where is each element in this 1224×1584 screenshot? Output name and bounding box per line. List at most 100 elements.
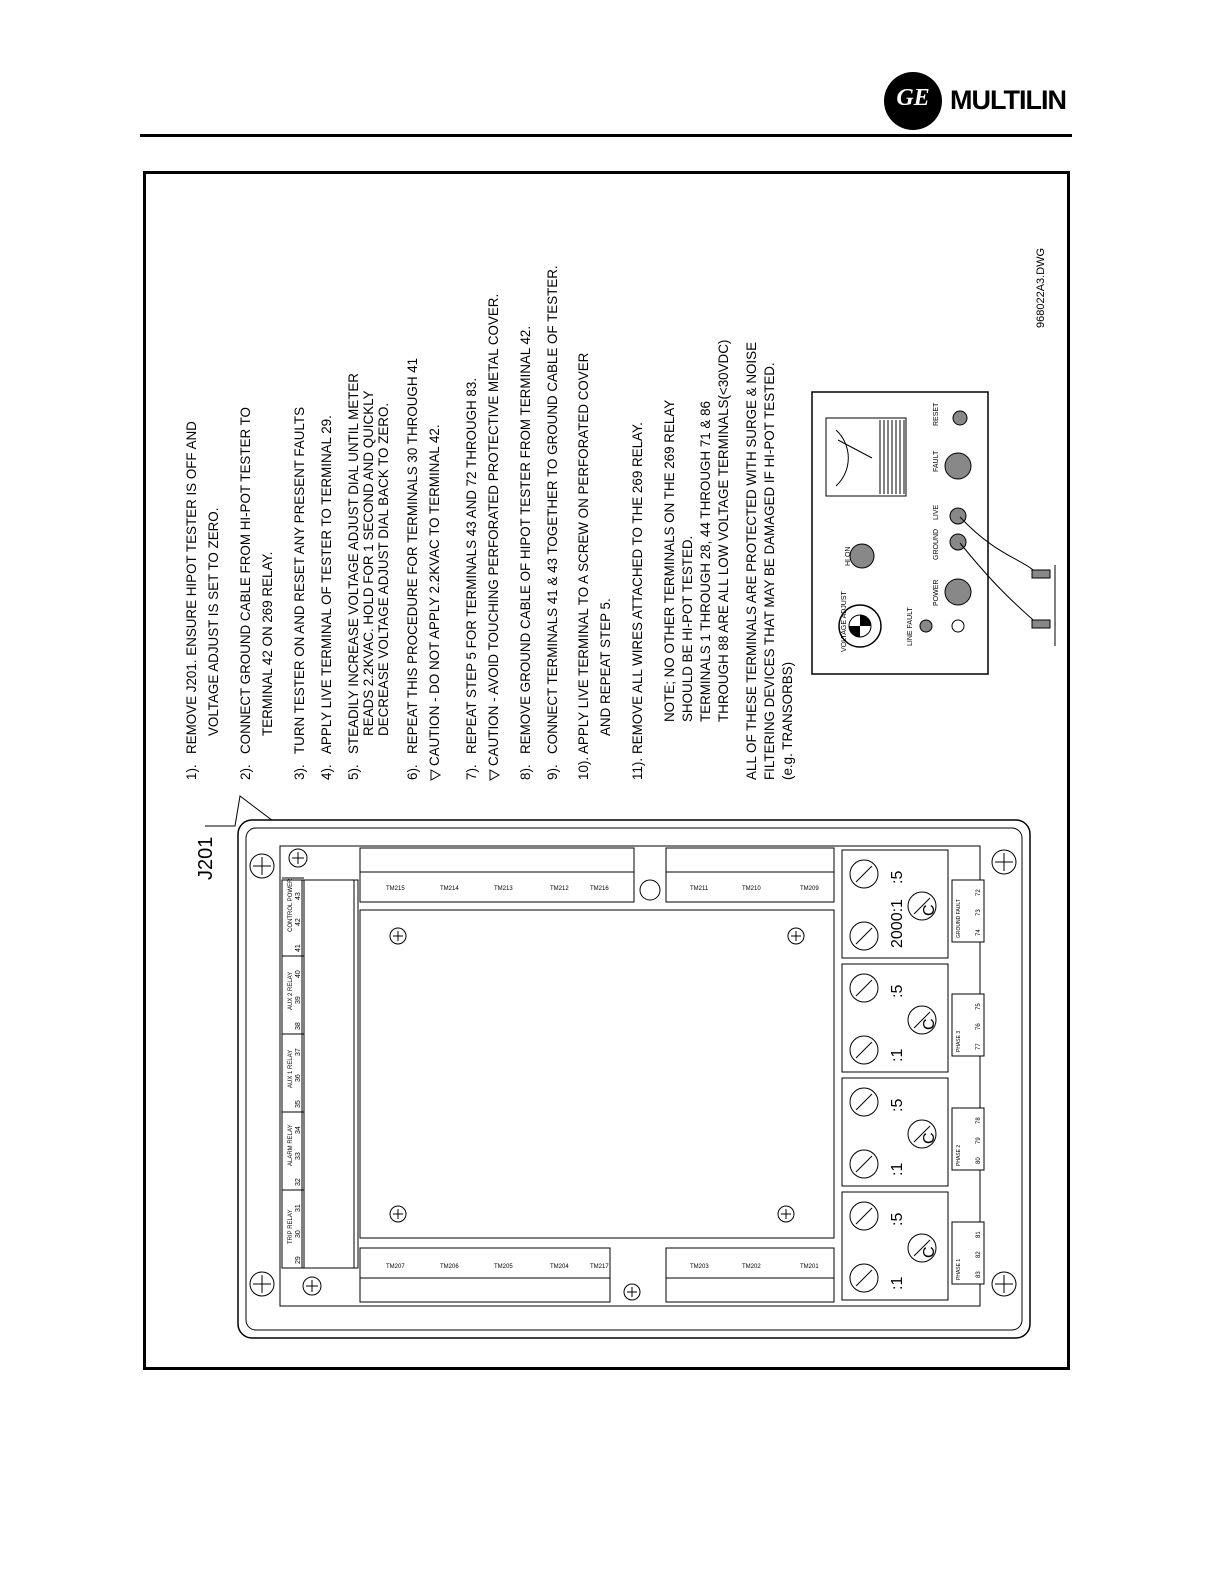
relay-group-label: AUX 1 RELAY <box>288 1050 294 1088</box>
relay-group-label: AUX 2 RELAY <box>288 972 294 1010</box>
relay-case-inner <box>245 827 1023 1331</box>
top-module-label: TM214 <box>440 886 459 892</box>
relay-group-label: TRIP RELAY <box>288 1210 294 1244</box>
instruction-line: REMOVE ALL WIRES ATTACHED TO THE 269 REL… <box>630 422 645 754</box>
instruction-number: 1). <box>184 764 199 780</box>
ct-common-label: C <box>921 1246 938 1258</box>
reset-button[interactable] <box>952 410 968 426</box>
tester-label: GROUND <box>933 529 940 560</box>
top-module-label: TM210 <box>742 886 761 892</box>
j201-label: J201 <box>195 837 217 880</box>
bottom-left-module-row <box>359 1247 611 1279</box>
top-right-module-row <box>665 871 835 903</box>
ct-terminal-number: 80 <box>976 1157 982 1164</box>
relay-terminal-number: 37 <box>295 1048 302 1056</box>
tester-label: HI ON <box>845 547 852 566</box>
top-module-label: TM212 <box>550 886 569 892</box>
note-line: NOTE; NO OTHER TERMINALS ON THE 269 RELA… <box>662 400 677 722</box>
top-right-connector-row <box>665 847 835 873</box>
instruction-number: 9). <box>545 764 560 780</box>
tester-label: LINE FAULT <box>907 607 914 646</box>
instruction-number: 6). <box>405 764 420 780</box>
contrast-pot[interactable] <box>639 879 661 901</box>
instruction-line: REMOVE J201. ENSURE HIPOT TESTER IS OFF … <box>184 421 199 754</box>
ct-ratio-label: :5 <box>889 985 906 998</box>
instruction-line: DECREASE VOLTAGE ADJUST DIAL BACK TO ZER… <box>376 403 391 736</box>
relay-terminal-number: 38 <box>295 1022 302 1030</box>
instruction-number: 2). <box>238 764 253 780</box>
instruction-caution-line: CAUTION - DO NOT APPLY 2.2KVAC TO TERMIN… <box>427 424 442 766</box>
caution-triangle-icon <box>430 769 442 781</box>
meter-hatch <box>879 420 905 494</box>
top-module-label: TM211 <box>690 886 709 892</box>
bottom-module-label: TM203 <box>690 1264 709 1270</box>
ct-terminal-number: 76 <box>976 1023 982 1030</box>
bottom-right-module-row <box>665 1247 835 1279</box>
instruction-line: AND REPEAT STEP 5. <box>598 598 613 736</box>
ct-terminal-strip <box>951 879 985 943</box>
ct-ratio-label: :5 <box>889 1099 906 1112</box>
ge-multilin-logo: GE MULTILIN <box>880 70 1080 134</box>
instruction-number: 5). <box>346 764 361 780</box>
ct-common-label: C <box>921 1018 938 1030</box>
ct-terminal-number: 74 <box>976 929 982 936</box>
ground-clip <box>1031 619 1051 629</box>
note-line: TERMINALS 1 THROUGH 28, 44 THROUGH 71 & … <box>698 401 713 722</box>
instruction-block: 1). REMOVE J201. ENSURE HIPOT TESTER IS O… <box>184 248 1047 781</box>
instruction-number: 11). <box>630 758 645 780</box>
live-clip <box>1031 569 1051 579</box>
surge-note-line: ALL OF THESE TERMINALS ARE PROTECTED WIT… <box>744 342 759 780</box>
ct-terminal-number: 82 <box>976 1251 982 1258</box>
bottom-module-label: TM204 <box>550 1264 569 1270</box>
ct-terminal-number: 83 <box>976 1271 982 1278</box>
instruction-number: 3). <box>292 764 307 780</box>
surge-note-line: (e.g. TRANSORBS) <box>780 662 795 780</box>
drawing-frame <box>143 171 1070 1370</box>
relay-panel <box>279 845 981 1307</box>
bottom-module-label: TM206 <box>440 1264 459 1270</box>
instruction-caution-line: CAUTION - AVOID TOUCHING PERFORATED PROT… <box>486 294 501 766</box>
ct-ratio-label: 2000:1 <box>889 899 906 948</box>
instruction-line: TERMINAL 42 ON 269 RELAY. <box>260 552 275 736</box>
bottom-module-label: TM205 <box>494 1264 513 1270</box>
top-module-label: TM215 <box>386 886 405 892</box>
power-switch[interactable] <box>951 619 965 633</box>
relay-group-label: CONTROL POWER <box>288 878 294 932</box>
relay-terminal-number: 42 <box>295 918 302 926</box>
meter-needle <box>837 439 873 459</box>
perforated-cover <box>359 909 835 1239</box>
caution-triangle-icon <box>489 769 501 781</box>
bottom-module-label: TM201 <box>800 1264 819 1270</box>
tester-label: LIVE <box>933 504 940 520</box>
instruction-line: CONNECT TERMINALS 41 & 43 TOGETHER TO GR… <box>545 265 560 754</box>
note-line: THROUGH 88 ARE ALL LOW VOLTAGE TERMINALS… <box>716 340 731 722</box>
tester-label: POWER <box>933 580 940 606</box>
relay-terminal-number: 39 <box>295 996 302 1004</box>
header-rule <box>140 134 1072 137</box>
ct-terminal-strip <box>951 1221 985 1285</box>
tester-label: RESET <box>933 402 940 426</box>
ct-ratio-label: :5 <box>889 1213 906 1226</box>
top-module-label: TM213 <box>494 886 513 892</box>
bottom-right-connector-row <box>665 1277 835 1303</box>
instruction-line: VOLTAGE ADJUST IS SET TO ZERO. <box>206 508 221 736</box>
instruction-line: REPEAT STEP 5 FOR TERMINALS 43 AND 72 TH… <box>464 378 479 754</box>
meter-scale-arc <box>835 429 849 487</box>
top-module-label: TM209 <box>800 886 819 892</box>
ct-terminal-strip <box>951 993 985 1057</box>
instruction-number: 10). <box>576 757 591 780</box>
tm208-block <box>303 879 355 1269</box>
ct-common-label: C <box>921 1132 938 1144</box>
relay-terminal-number: 30 <box>295 1230 302 1238</box>
relay-terminal-number: 40 <box>295 970 302 978</box>
ct-ratio-label: :1 <box>889 1049 906 1062</box>
hi-on-knob[interactable] <box>849 543 875 569</box>
ct-ratio-label: :5 <box>889 871 906 884</box>
relay-group-label: ALARM RELAY <box>288 1124 294 1166</box>
ct-ratio-label: :1 <box>889 1277 906 1290</box>
ct-terminal-number: 81 <box>976 1231 982 1238</box>
live-jack[interactable] <box>949 507 967 525</box>
brand-name: MULTILIN <box>950 85 1067 115</box>
